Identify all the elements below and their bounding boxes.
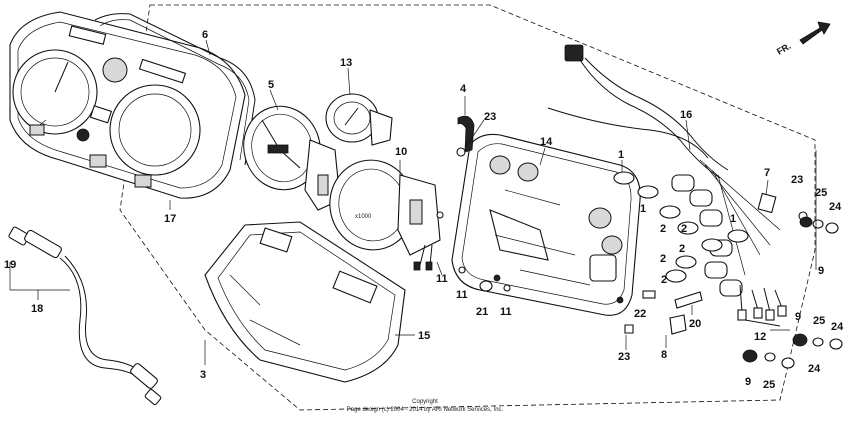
- washer-11c: [503, 284, 511, 292]
- part-label-23-right: 23: [791, 174, 803, 186]
- part-label-8: 8: [661, 349, 667, 361]
- part-label-1-right: 1: [730, 213, 736, 225]
- part-label-25-mid: 25: [813, 315, 825, 327]
- bracket-7: [757, 192, 777, 214]
- part-label-23-top: 23: [484, 111, 496, 123]
- part-label-22: 22: [634, 308, 646, 320]
- speedometer-face: x1000: [329, 159, 441, 271]
- part-label-11-b: 11: [456, 289, 468, 301]
- speedo-scale-mark: x1000: [355, 214, 372, 220]
- part-label-24-top: 24: [829, 201, 842, 213]
- part-label-11-a: 11: [436, 273, 448, 285]
- tachometer-face: [243, 105, 341, 211]
- front-direction-arrow-icon: FR.: [775, 21, 831, 57]
- washer-11a: [436, 211, 444, 219]
- part-label-11-c: 11: [500, 306, 512, 318]
- bulbs: [613, 171, 749, 283]
- part-label-25-bottom: 25: [763, 379, 775, 391]
- harness-connector: [564, 44, 584, 62]
- copyright-notice: Copyright Page design (c) 2004 - 2014 by…: [347, 399, 504, 413]
- bolt-20: [674, 291, 703, 309]
- part-label-20: 20: [689, 318, 701, 330]
- part-label-9-bottom: 9: [745, 376, 751, 388]
- part-label-1-top: 1: [618, 149, 624, 161]
- part-label-15: 15: [418, 330, 430, 342]
- part-label-2-d: 2: [660, 253, 666, 265]
- meter-case-lower: [204, 221, 406, 383]
- meter-housing: [451, 133, 641, 316]
- part-label-2-a: 2: [660, 223, 666, 235]
- part-label-12: 12: [754, 331, 766, 343]
- part-label-2-b: 2: [681, 223, 687, 235]
- washer-11b: [458, 266, 466, 274]
- trip-reset-knob: [76, 128, 90, 142]
- leader-lines: [9, 39, 817, 365]
- cap-8: [669, 314, 687, 335]
- part-label-14: 14: [540, 136, 553, 148]
- part-label-4: 4: [460, 83, 467, 95]
- part-label-3: 3: [200, 369, 206, 381]
- part-label-2-c: 2: [679, 243, 685, 255]
- part-label-10: 10: [395, 146, 407, 158]
- part-label-6: 6: [202, 29, 208, 41]
- speedometer-cable: [8, 226, 162, 406]
- part-label-9-right: 9: [818, 265, 824, 277]
- indicator-window: [102, 57, 128, 83]
- part-label-7: 7: [764, 167, 770, 179]
- meter-case-rim: [94, 13, 256, 166]
- part-label-24-mid: 24: [831, 321, 844, 333]
- screw-22: [642, 290, 656, 299]
- part-label-1-mid: 1: [640, 203, 646, 215]
- copyright-line-2: Page design (c) 2004 - 2014 by ARI Netwo…: [347, 407, 504, 413]
- part-label-21: 21: [476, 306, 488, 318]
- part-label-24-bottom: 24: [808, 363, 821, 375]
- assembly-boundary: [119, 4, 816, 411]
- part-label-13: 13: [340, 57, 352, 69]
- speedometer-bezel: [109, 84, 201, 176]
- part-label-23-bottom: 23: [618, 351, 630, 363]
- copyright-line-1: Copyright: [412, 399, 438, 405]
- part-label-19: 19: [4, 259, 16, 271]
- part-label-25-top: 25: [815, 187, 827, 199]
- part-label-9-mid: 9: [795, 311, 801, 323]
- part-label-2-e: 2: [661, 274, 667, 286]
- meter-case-upper: [9, 11, 246, 199]
- hardware: [436, 147, 843, 369]
- front-direction-label: FR.: [775, 41, 793, 57]
- wire-harness: [547, 44, 787, 321]
- temperature-gauge: [325, 93, 393, 146]
- part-labels: 6 5 13 4 23 10 14 16 1 7 23 25 24 1 1 2 …: [4, 29, 844, 391]
- part-label-18: 18: [31, 303, 43, 315]
- part-label-16: 16: [680, 109, 692, 121]
- part-label-5: 5: [268, 79, 274, 91]
- screw-23b: [624, 324, 634, 334]
- screw-23a: [456, 147, 466, 157]
- grommet-21: [479, 280, 493, 292]
- part-label-17: 17: [164, 213, 176, 225]
